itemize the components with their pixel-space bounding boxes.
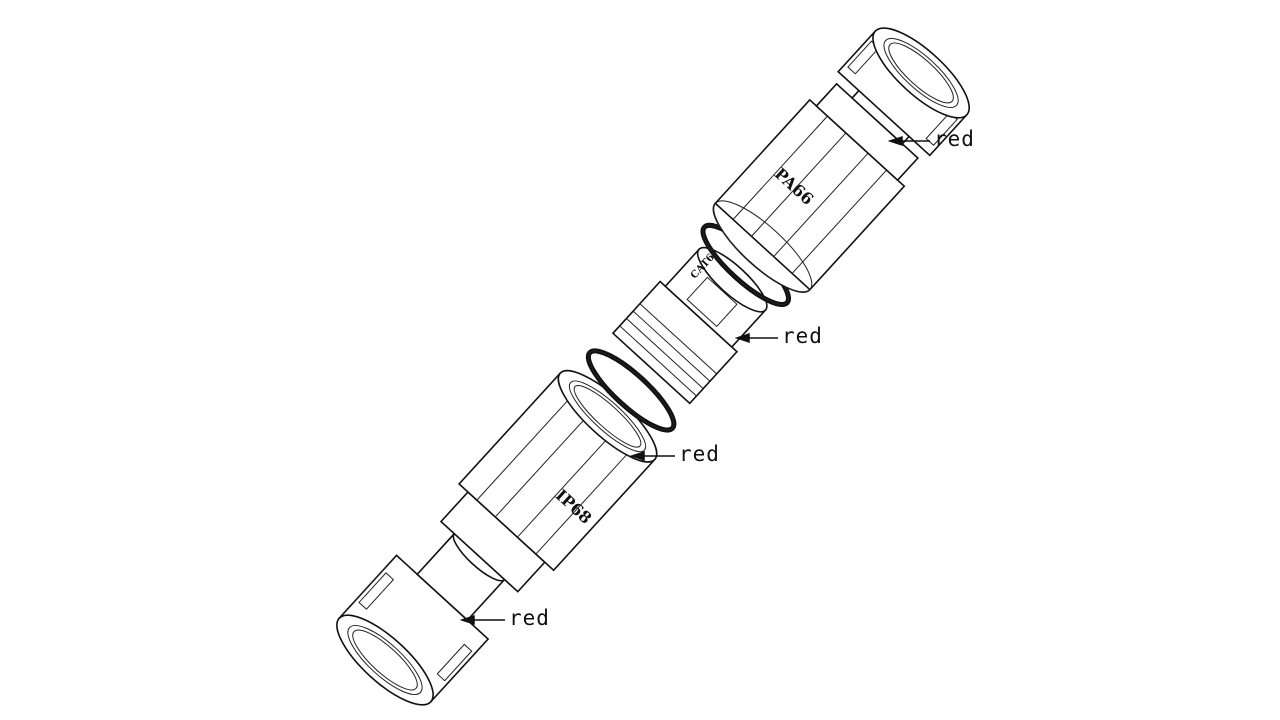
cat6-insert: CAT6 [611, 246, 768, 405]
lower-o-ring [585, 348, 677, 433]
callout-label: red [679, 442, 720, 466]
callout-label: red [934, 127, 975, 151]
top-cap-nut [837, 27, 970, 157]
bottom-cap-nut [336, 554, 490, 706]
callout-label: red [782, 324, 823, 348]
bottom-body: IP68 [439, 369, 658, 593]
callout-label: red [509, 606, 550, 630]
top-body: PA66 [712, 82, 919, 293]
leader-arrows [459, 135, 930, 626]
